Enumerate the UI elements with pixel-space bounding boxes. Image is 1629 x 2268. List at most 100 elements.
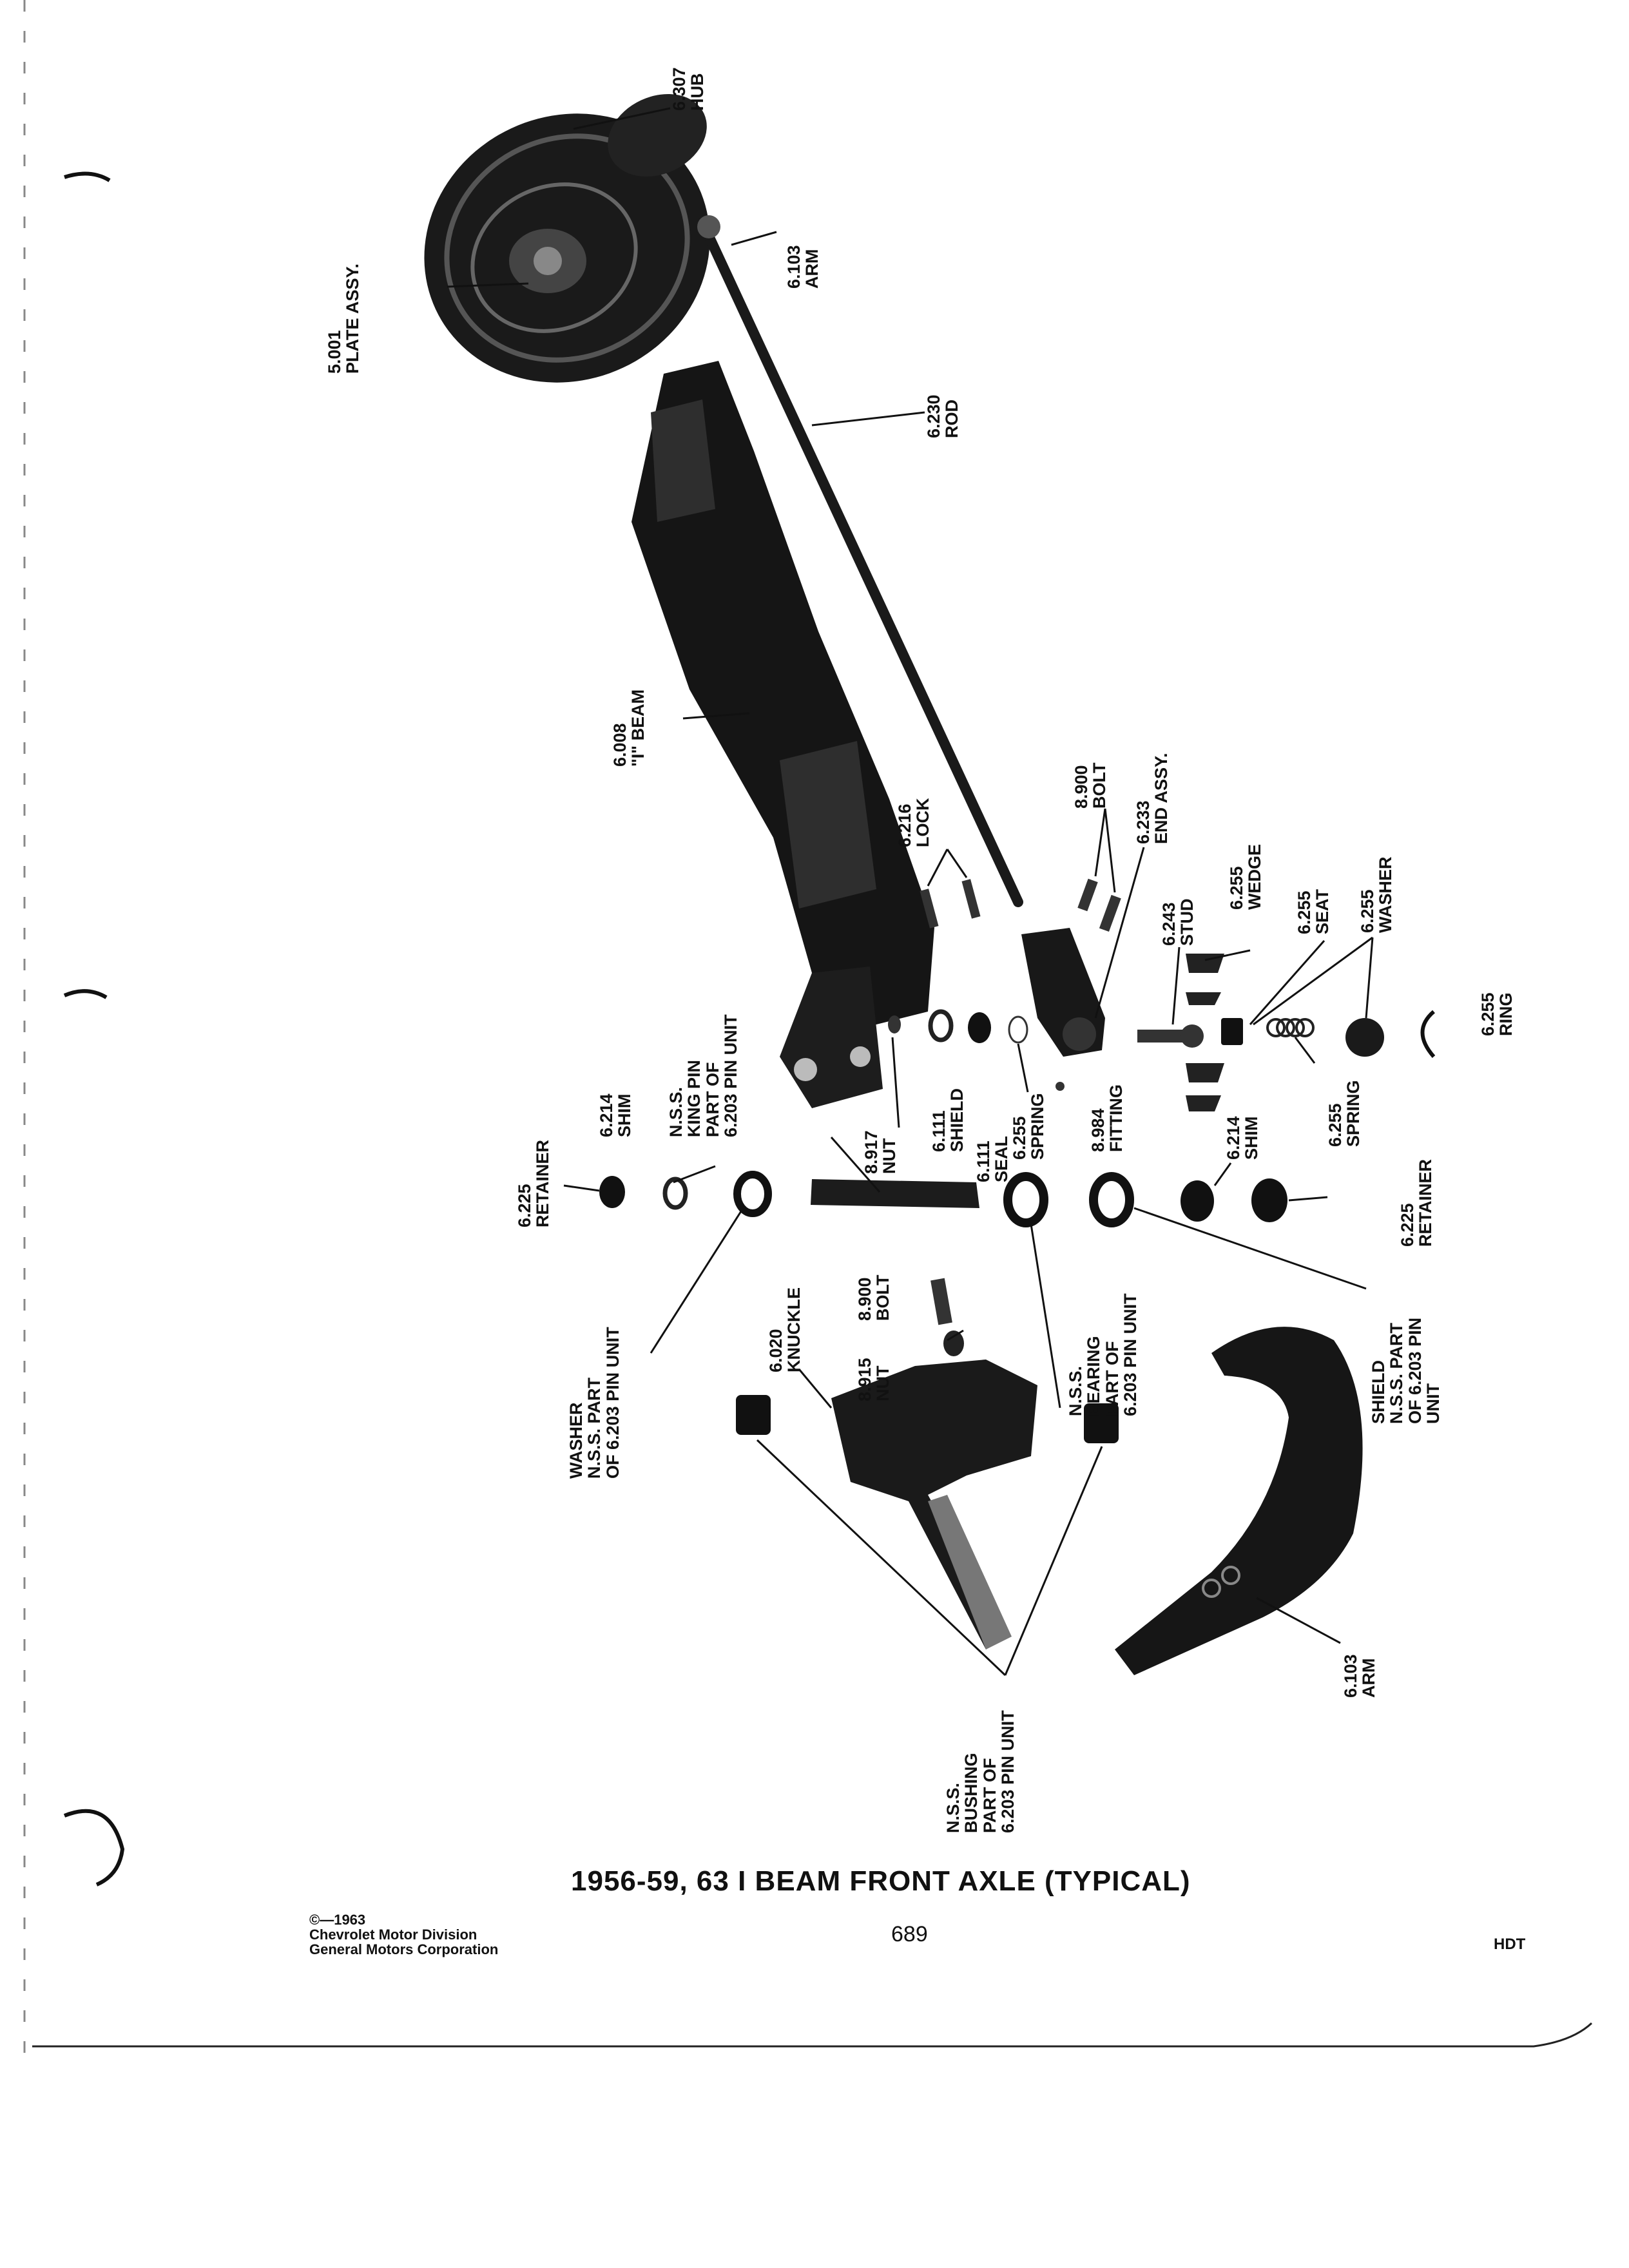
label-line: N.S.S. PART [1387, 1322, 1407, 1424]
label-line: 6.203 PIN UNIT [1121, 1293, 1141, 1416]
label-rod: 6.230 ROD [924, 394, 962, 438]
label-hub: 6.307 HUB [670, 67, 707, 111]
part-number: 6.307 [670, 67, 689, 111]
label-seat: 6.255 SEAT [1295, 889, 1332, 934]
part-name: SEAL [992, 1135, 1012, 1182]
label-nut-top: 8.917 NUT [862, 1130, 899, 1174]
part-name: SHIELD [947, 1088, 967, 1152]
label-fitting: 8.984 FITTING [1088, 1084, 1126, 1152]
label-line: BEARING [1084, 1336, 1104, 1416]
copyright-corporation: General Motors Corporation [309, 1941, 499, 1958]
part-number: 6.255 [1010, 1116, 1029, 1160]
label-line: N.S.S. [943, 1782, 963, 1833]
label-line: N.S.S. [1066, 1365, 1085, 1416]
label-end-assy: 6.233 END ASSY. [1133, 753, 1171, 844]
label-line: 6.203 PIN UNIT [721, 1014, 741, 1137]
label-shield-low: SHIELD N.S.S. PART OF 6.203 PIN UNIT [1369, 1318, 1443, 1424]
part-number: 6.225 [515, 1184, 534, 1227]
punch-hole-mark-mid [63, 989, 108, 999]
part-name: FITTING [1106, 1084, 1126, 1152]
label-bearing: N.S.S. BEARING PART OF 6.203 PIN UNIT [1066, 1293, 1141, 1416]
part-number: 6.233 [1133, 800, 1153, 844]
part-number: 6.255 [1227, 866, 1246, 910]
copyright-year: ©—1963 [309, 1912, 366, 1928]
label-lock: 6.216 LOCK [895, 798, 933, 848]
part-name: SHIM [615, 1093, 635, 1138]
label-line: UNIT [1423, 1383, 1443, 1424]
punch-hole-mark-top [64, 171, 111, 182]
label-i-beam: 6.008 "I" BEAM [610, 689, 648, 767]
label-bolt-top: 8.900 BOLT [1072, 763, 1109, 809]
punch-hole-mark-low [63, 1809, 125, 1887]
part-number: 6.216 [895, 803, 914, 847]
part-name: NUT [880, 1138, 900, 1175]
part-number: 6.255 [1325, 1103, 1345, 1147]
part-name: STUD [1177, 898, 1197, 947]
label-line: WASHER [566, 1402, 586, 1479]
label-bushing: N.S.S. BUSHING PART OF 6.203 PIN UNIT [943, 1710, 1018, 1834]
part-number: 8.900 [1072, 765, 1091, 809]
part-name: SPRING [1028, 1093, 1048, 1160]
label-line: N.S.S. PART [584, 1377, 604, 1479]
part-number: 8.900 [855, 1277, 874, 1321]
part-number: 6.255 [1478, 992, 1498, 1036]
part-number: 6.020 [766, 1329, 786, 1372]
part-name: RETAINER [1416, 1158, 1436, 1247]
stud-and-seat-parts [1137, 954, 1436, 1111]
label-retainer-left: 6.225 RETAINER [515, 1139, 553, 1227]
part-number: 6.103 [1341, 1654, 1360, 1698]
part-number: 6.214 [597, 1093, 616, 1137]
label-washer-left: WASHER N.S.S. PART OF 6.203 PIN UNIT [566, 1327, 622, 1479]
part-number: 8.915 [855, 1358, 874, 1401]
label-knuckle: 6.020 KNUCKLE [766, 1287, 804, 1372]
kingpin-row-parts [599, 1009, 1287, 1227]
page-bottom-edge [32, 2022, 1593, 2048]
part-number: 8.917 [862, 1130, 881, 1174]
label-washer-right: 6.255 WASHER [1358, 856, 1395, 933]
page-title: 1956-59, 63 I BEAM FRONT AXLE (TYPICAL) [571, 1865, 1191, 1897]
part-name: LOCK [913, 798, 933, 848]
part-number: 6.008 [610, 723, 630, 767]
part-name: WEDGE [1245, 843, 1265, 910]
label-line: 6.203 PIN UNIT [998, 1710, 1018, 1833]
part-name: RETAINER [533, 1139, 553, 1227]
label-line: PART OF [979, 1758, 999, 1834]
part-name: SHIM [1242, 1116, 1262, 1160]
part-name: SEAT [1313, 889, 1333, 934]
part-number: 6.255 [1358, 889, 1377, 933]
steering-knuckle [736, 1278, 1119, 1649]
label-ring: 6.255 RING [1478, 992, 1516, 1037]
label-line: PART OF [702, 1062, 722, 1138]
lock-pins [920, 879, 981, 928]
part-name: ROD [942, 399, 962, 438]
part-name: SPRING [1344, 1080, 1364, 1147]
label-seal: 6.111 SEAL [974, 1136, 1011, 1182]
part-number: 8.984 [1088, 1108, 1108, 1152]
part-number: 6.255 [1295, 890, 1314, 934]
label-line: BUSHING [961, 1753, 981, 1833]
label-spring-left: 6.255 SPRING [1010, 1093, 1047, 1160]
part-name: "I" BEAM [628, 689, 648, 767]
label-stud: 6.243 STUD [1159, 898, 1197, 947]
part-number: 6.243 [1159, 902, 1179, 946]
tie-rod [697, 215, 1023, 907]
brake-plate-hub [424, 93, 710, 383]
part-number: 6.103 [784, 245, 804, 289]
part-name: END ASSY. [1152, 753, 1171, 844]
label-bolt-low: 8.900 BOLT [855, 1275, 892, 1321]
leader-lines [447, 107, 1374, 1677]
i-beam-axle [631, 361, 934, 1108]
part-number: 5.001 [325, 330, 344, 374]
tie-rod-end-assembly [1021, 878, 1121, 1057]
part-number: 6.230 [924, 394, 943, 438]
part-name: NUT [873, 1365, 893, 1402]
part-name: RING [1496, 992, 1516, 1037]
part-name: BOLT [1090, 762, 1110, 809]
label-king-pin: N.S.S. KING PIN PART OF 6.203 PIN UNIT [666, 1014, 741, 1138]
label-line: SHIELD [1369, 1360, 1388, 1424]
label-shield-top: 6.111 SHIELD [929, 1088, 967, 1152]
part-number: 6.111 [929, 1110, 949, 1152]
part-number: 6.111 [974, 1140, 993, 1182]
